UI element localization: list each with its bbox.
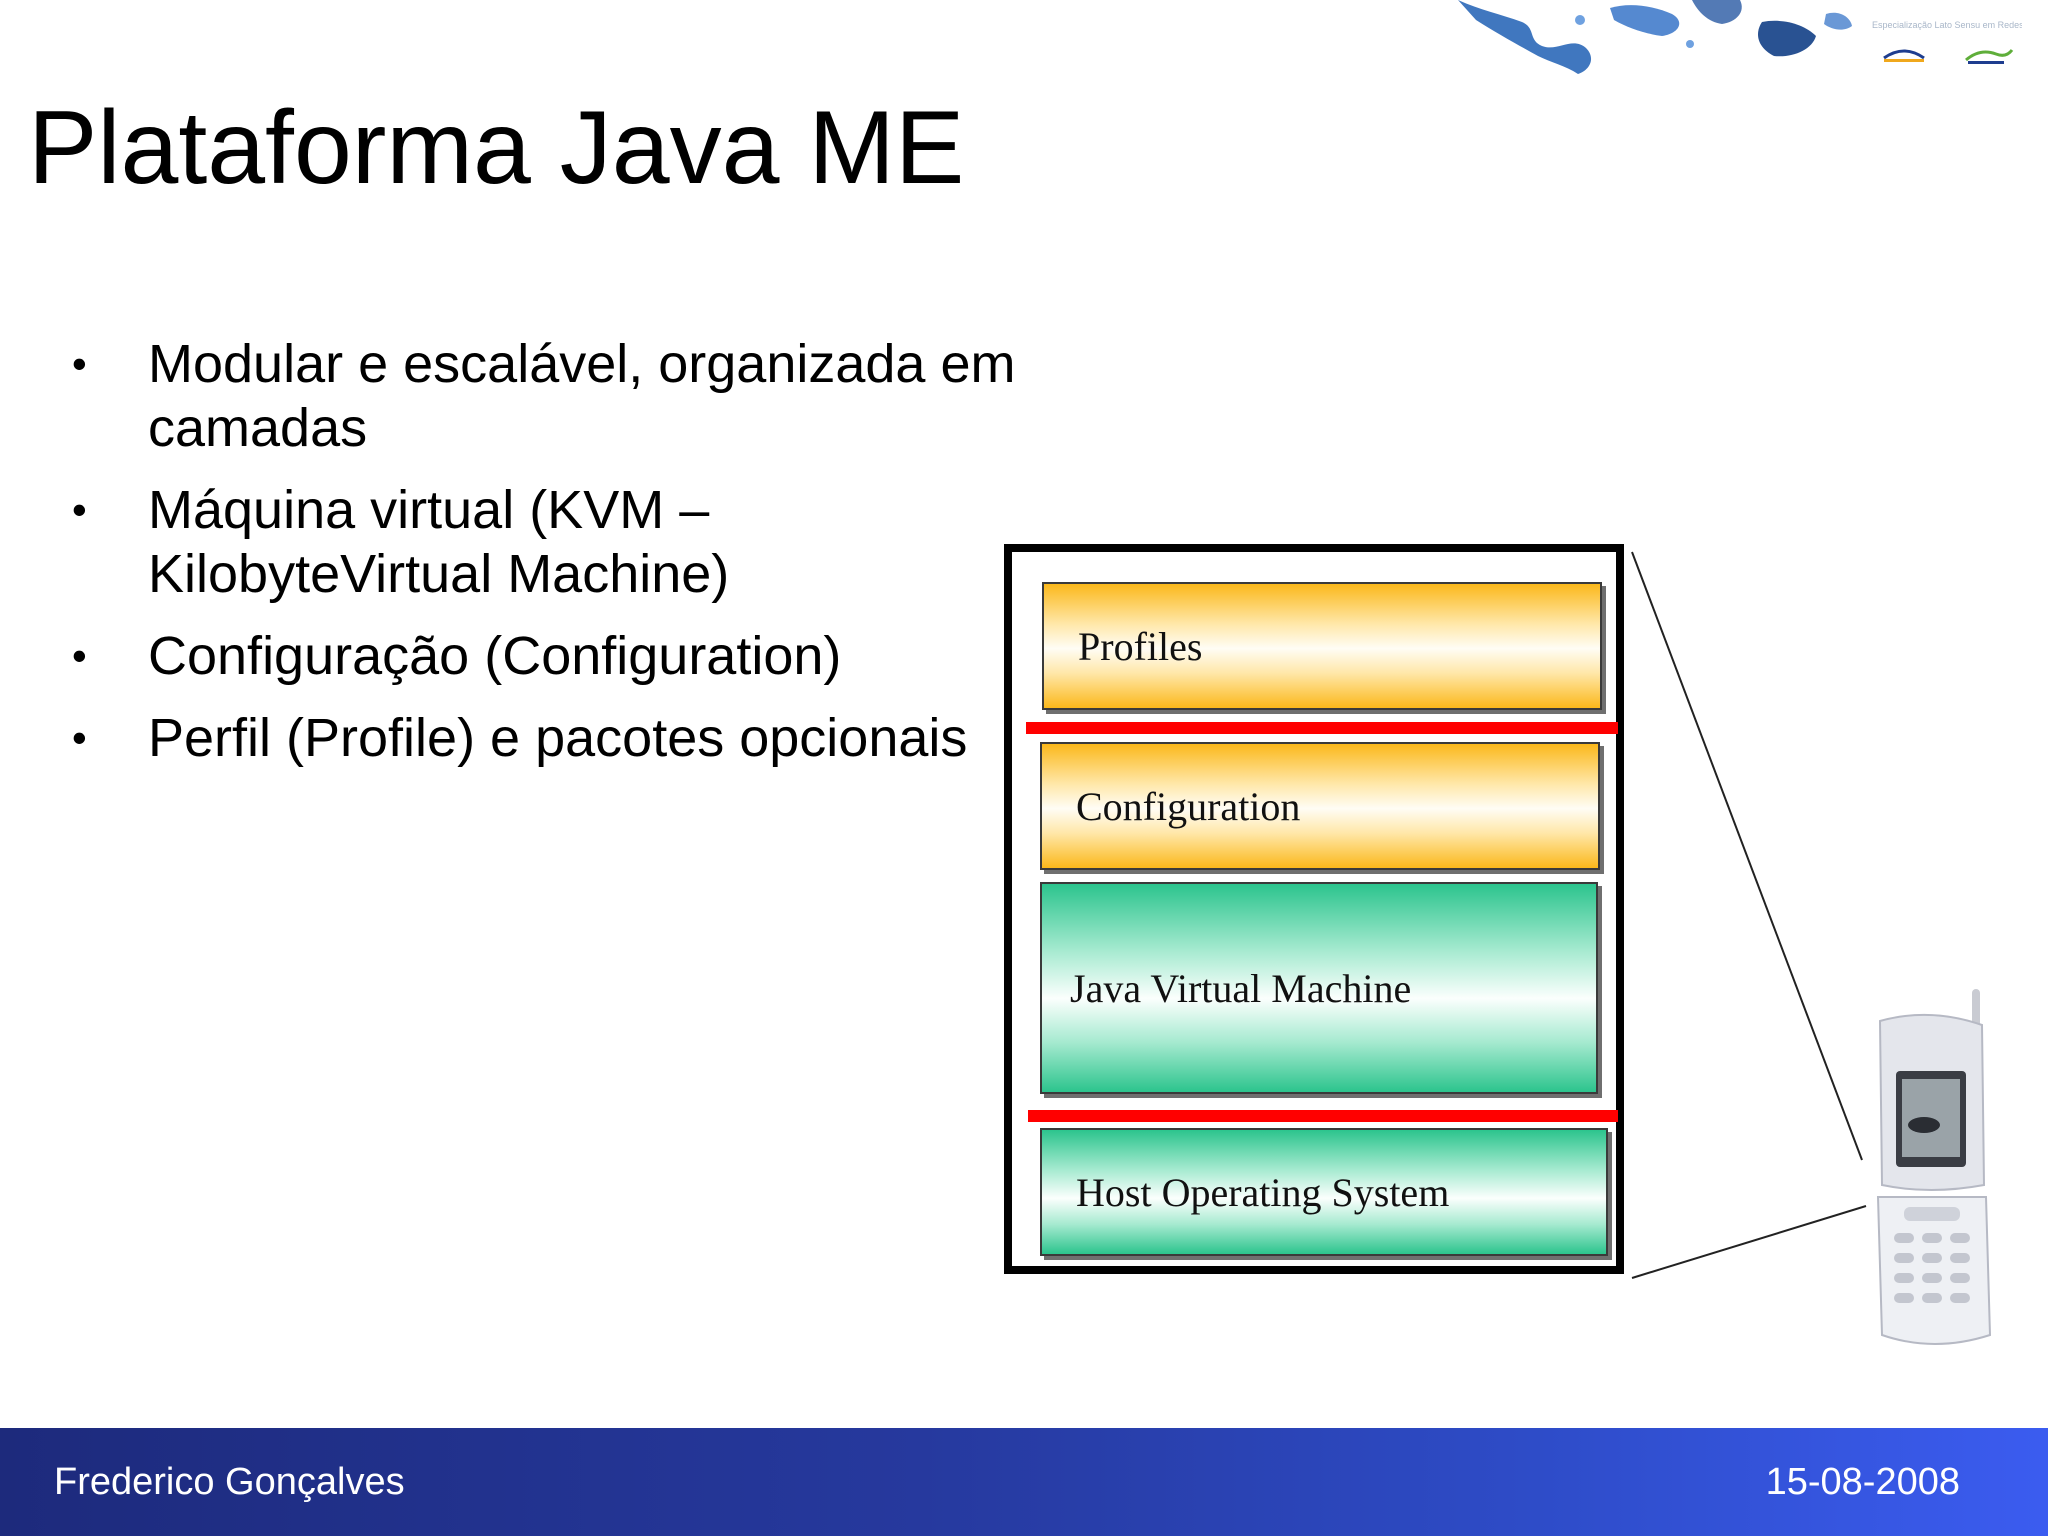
sponsor-text: Especialização Lato Sensu em Redes de Se… <box>1872 20 2022 30</box>
venturus-logo <box>1965 49 2014 64</box>
layer-separator <box>1026 722 1618 734</box>
sponsor-header: Especialização Lato Sensu em Redes de Se… <box>1872 20 2022 68</box>
layer-java-virtual-machine: Java Virtual Machine <box>1040 882 1598 1094</box>
bullet-text: Perfil (Profile) e pacotes opcionais <box>148 708 968 768</box>
bullet-text: Configuração (Configuration) <box>148 626 842 686</box>
footer-bar: Frederico Gonçalves 15-08-2008 <box>0 1428 2048 1536</box>
bullet-item: • Modular e escalável, organizada em cam… <box>68 332 1028 460</box>
bullet-dot: • <box>72 486 87 533</box>
bullet-item: • Configuração (Configuration) <box>68 624 1028 688</box>
footer-author: Frederico Gonçalves <box>54 1461 405 1503</box>
slide-title: Plataforma Java ME <box>28 90 965 206</box>
layer-separator <box>1028 1110 1618 1122</box>
university-logo <box>1883 49 1925 62</box>
mobile-phone-icon <box>1876 989 1992 1345</box>
footer-date: 15-08-2008 <box>1765 1461 1960 1503</box>
bullet-item: • Perfil (Profile) e pacotes opcionais <box>68 706 1028 770</box>
bullet-list: • Modular e escalável, organizada em cam… <box>68 332 1028 788</box>
bullet-dot: • <box>72 714 87 761</box>
layer-configuration: Configuration <box>1040 742 1600 870</box>
layer-profiles: Profiles <box>1042 582 1602 710</box>
bullet-dot: • <box>72 340 87 387</box>
bullet-dot: • <box>72 632 87 679</box>
world-map-decoration <box>1458 0 1852 74</box>
bullet-item: • Máquina virtual (KVM – KilobyteVirtual… <box>68 478 1028 606</box>
layer-host-operating-system: Host Operating System <box>1040 1128 1608 1256</box>
bullet-text: Máquina virtual (KVM – KilobyteVirtual M… <box>148 480 730 604</box>
bullet-text: Modular e escalável, organizada em camad… <box>148 334 1016 458</box>
java-me-stack-diagram: Profiles Configuration Java Virtual Mach… <box>1004 544 1624 1274</box>
